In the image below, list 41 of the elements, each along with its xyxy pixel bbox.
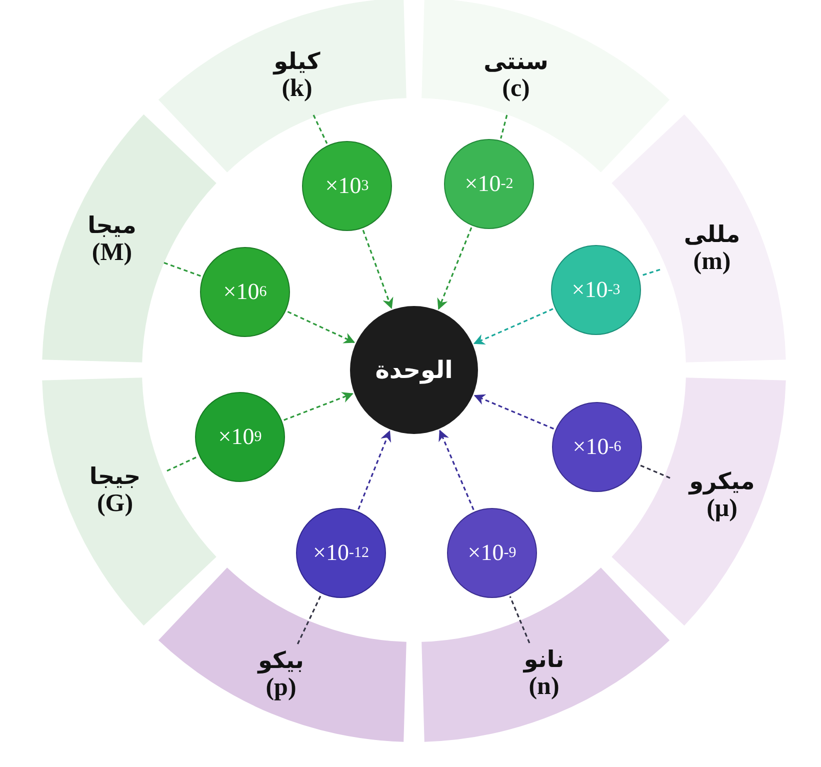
prefix-symbol: (M) xyxy=(92,239,132,268)
dashed-line xyxy=(296,595,322,644)
dashed-line xyxy=(166,456,198,472)
dashed-line xyxy=(500,114,508,139)
dashed-arrow xyxy=(358,430,392,510)
factor-circle: ×10$^{6}$ xyxy=(200,247,290,337)
factor-circle: ×10$^{-3}$ xyxy=(551,245,641,335)
dashed-arrow xyxy=(284,392,354,421)
dashed-line xyxy=(640,268,660,276)
factor-circle: ×10$^{3}$ xyxy=(302,141,392,231)
prefix-symbol: (G) xyxy=(96,490,134,520)
dashed-arrow xyxy=(474,394,554,430)
factor-circle: ×10$^{-12}$ xyxy=(296,508,386,598)
prefix-name: ميجا xyxy=(88,213,136,240)
factor-circle: ×10$^{-9}$ xyxy=(447,508,537,598)
factor-circle: ×10$^{-2}$ xyxy=(444,139,534,229)
prefix-symbol: (μ) xyxy=(706,495,738,524)
prefix-name: نانو xyxy=(524,647,564,674)
prefix-name: سنتى xyxy=(484,49,548,76)
prefix-symbol: (m) xyxy=(693,248,731,278)
prefix-name: مللى xyxy=(684,222,740,248)
factor-circle: ×10$^{9}$ xyxy=(195,392,285,482)
prefix-name: جيجا xyxy=(89,464,141,490)
prefix-symbol: (c) xyxy=(502,75,530,104)
dashed-arrow xyxy=(473,308,554,344)
prefix-name: بيكو xyxy=(258,648,304,674)
dashed-line xyxy=(312,114,328,144)
prefix-symbol: (n) xyxy=(528,673,560,702)
dashed-arrow xyxy=(437,227,472,310)
unit-circle: الوحدة xyxy=(350,306,478,434)
dashed-line xyxy=(640,464,670,479)
dashed-arrow xyxy=(438,430,474,510)
dashed-line xyxy=(164,262,202,277)
prefix-symbol: (p) xyxy=(266,674,296,704)
dashed-arrow xyxy=(287,310,356,344)
dashed-line xyxy=(509,596,530,644)
dashed-arrow xyxy=(362,230,394,310)
prefix-name: كيلو xyxy=(274,49,320,76)
factor-circle: ×10$^{-6}$ xyxy=(552,402,642,492)
prefix-symbol: (k) xyxy=(282,75,312,104)
prefix-name: ميكرو xyxy=(689,469,755,496)
